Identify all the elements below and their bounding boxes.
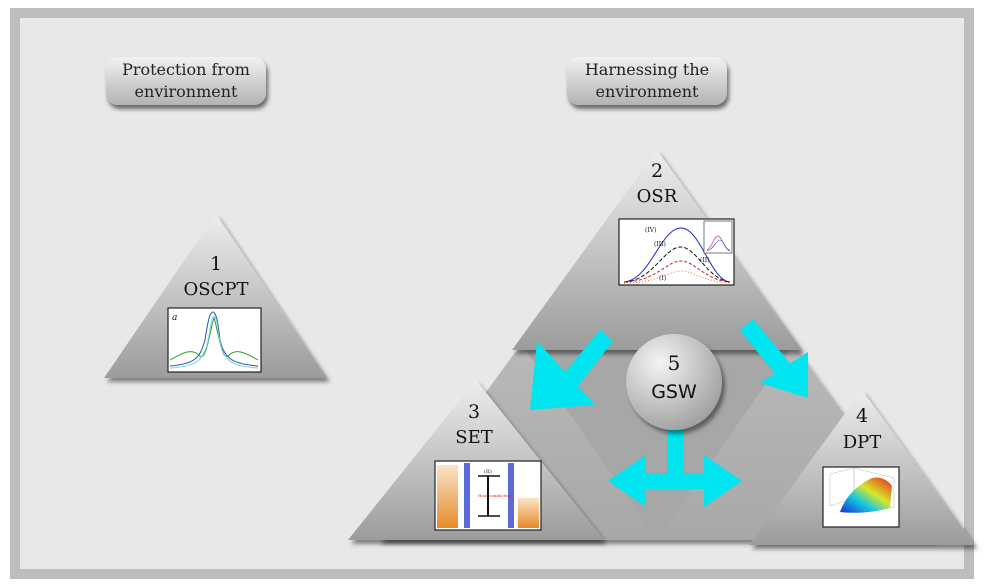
thumb3-right-reservoir bbox=[518, 498, 539, 528]
thumb2-label-i: (I) bbox=[659, 275, 666, 282]
thumb2-label-iii: (III) bbox=[654, 241, 666, 248]
node-1-number: 1 bbox=[210, 253, 222, 275]
thumb2-curve-i bbox=[623, 270, 731, 284]
arrow-down-bidirectional bbox=[608, 428, 742, 507]
arrow-to-set bbox=[530, 330, 613, 410]
harnessing-header-line2: environment bbox=[595, 82, 699, 101]
thumb3-left-reservoir bbox=[437, 465, 458, 528]
node-5-circle bbox=[626, 334, 722, 430]
node-1-thumbnail: a bbox=[167, 307, 262, 373]
thumb3-center-label: Heat conduction bbox=[478, 493, 512, 498]
thumb2-label-ii: (II) bbox=[700, 257, 709, 264]
thumb3-right-barrier bbox=[508, 463, 514, 528]
node-4-number: 4 bbox=[856, 405, 868, 427]
node-4-thumbnail bbox=[822, 466, 900, 528]
thumb2-label-iv: (IV) bbox=[645, 227, 656, 234]
thumb1-curve-cyan bbox=[169, 316, 259, 369]
inner-triangle bbox=[522, 345, 793, 540]
node-3-label: SET bbox=[455, 427, 492, 448]
arrow-to-dpt bbox=[740, 319, 808, 398]
thumb2-curve-iv bbox=[623, 227, 731, 283]
node-5-number: 5 bbox=[668, 351, 681, 375]
node-1-thumb-corner: a bbox=[172, 313, 177, 323]
thumb1-curve-green bbox=[169, 316, 259, 361]
thumb3-mid-label: (II) bbox=[484, 468, 492, 475]
node-3-thumbnail: (II) Heat conduction bbox=[434, 460, 542, 531]
node-5-label: GSW bbox=[651, 381, 697, 403]
thumb2-curve-iii bbox=[623, 246, 731, 283]
thumb2-inset-curve-blue bbox=[706, 239, 731, 252]
node-3-number: 3 bbox=[468, 401, 480, 423]
thumb1-curve-blue bbox=[169, 311, 259, 367]
thumb4-box-right bbox=[853, 467, 895, 509]
thumb2-curve-ii bbox=[623, 260, 731, 283]
thumb4-surface bbox=[840, 477, 892, 513]
protection-header-line1: Protection from bbox=[122, 60, 250, 79]
harnessing-header: Harnessing the environment bbox=[567, 57, 727, 105]
node-1-label: OSCPT bbox=[184, 279, 249, 300]
node-2-label: OSR bbox=[637, 186, 678, 207]
harnessing-header-line1: Harnessing the bbox=[584, 60, 710, 79]
node-1-triangle bbox=[104, 214, 327, 378]
thumb2-inset bbox=[703, 220, 733, 254]
thumb3-left-barrier bbox=[464, 463, 470, 528]
node-4-label: DPT bbox=[843, 432, 882, 453]
node-2-number: 2 bbox=[651, 160, 663, 182]
protection-header: Protection from environment bbox=[106, 57, 266, 105]
node-2-thumbnail: (IV) (III) (II) (I) bbox=[618, 218, 735, 286]
protection-header-line2: environment bbox=[134, 82, 238, 101]
